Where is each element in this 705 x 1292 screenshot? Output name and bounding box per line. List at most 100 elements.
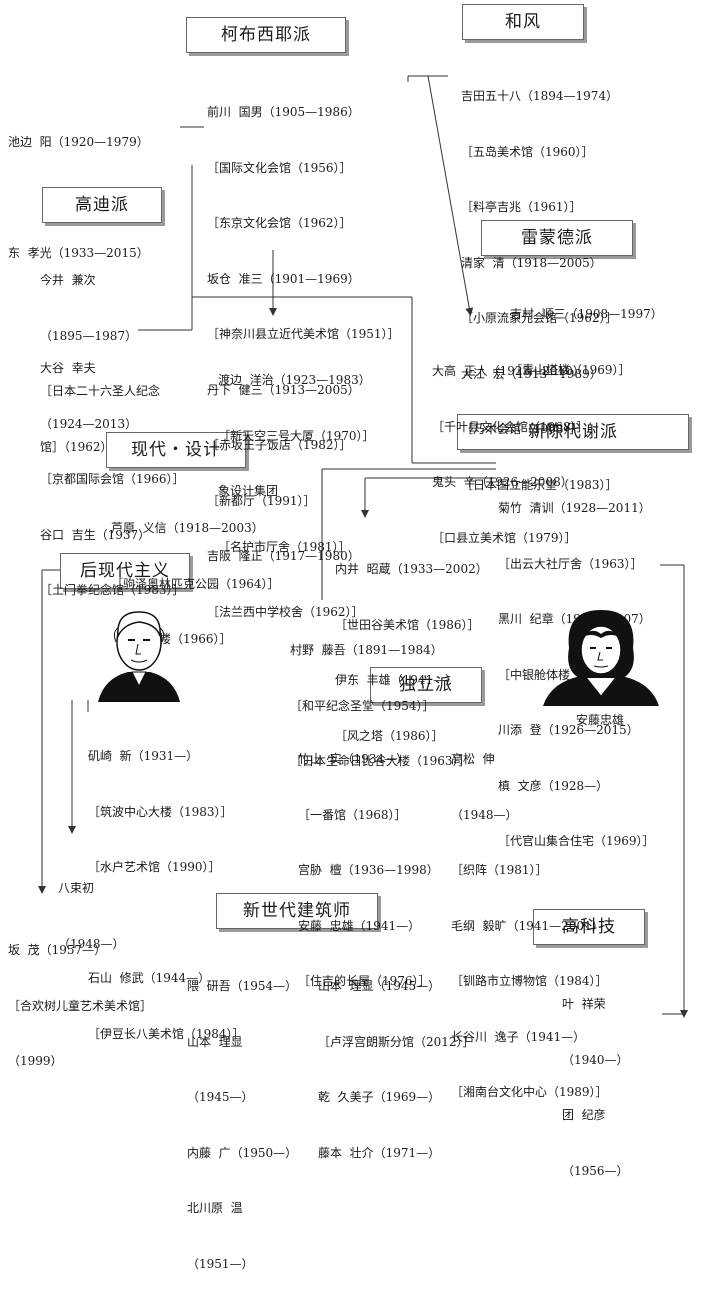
group-ban: 坂 茂（1957—） ［合欢树儿童艺术美术馆］ （1999） [8,904,152,1089]
entry: 藤本 壮介（1971—） [318,1145,441,1160]
entry: ［神奈川县立近代美术馆（1951）］ [207,327,400,341]
entry: ［住吉的长屋（1976）］ [298,974,431,988]
entry: 吉田五十八（1894—1974） [461,89,619,103]
portrait-caption: 安藤忠雄 [576,713,625,727]
entry: 安藤 忠雄（1941—） [298,918,421,933]
entry: 清家 清（1918—2005） [461,255,602,270]
entry: ［伊豆长八美术馆（1984）］ [88,1026,245,1041]
entry: 大谷 幸夫 [40,361,96,375]
isozaki-portrait [98,611,180,702]
school-kebuxiye: 柯布西耶派 [186,17,346,53]
entry: ［乃木会馆（1968）］ [461,422,582,436]
entry: （1948—） [58,936,125,951]
entry: 东 孝光（1933—2015） [8,246,149,260]
group-watanabe: 渡边 洋治（1923—1983） ［新天空三号大厦（1970）］ 象设计集团 ［… [218,334,375,575]
group-kebuxiye: 前川 国男（1905—1986） ［国际文化会馆（1956）］ ［东京文化会馆（… [207,66,400,640]
entry: （1951—） [187,1256,254,1271]
entry: 川添 登（1926—2015） [498,723,639,737]
entry: 今井 兼次 [40,273,96,287]
entry: （1948—） [451,807,518,822]
entry: ［世田谷美术馆（1986）］ [335,617,480,632]
entry: 馆］（1962） [40,439,113,454]
entry: ［京都国际会馆（1966）］ [40,472,185,486]
entry: 团 纪彦 [562,1108,606,1122]
entry: 鬼头 辛（1926—2008） [432,475,573,489]
entry: 山本 理显（1945—） [318,979,441,993]
entry: 宫胁 檀（1936—1998） [298,863,439,877]
entry: 菊竹 清训（1928—2011） [498,501,651,515]
entry: ［五岛美术馆（1960）］ [461,144,594,159]
entry: 石山 修武（1944—） [88,971,211,985]
entry: （1940—） [562,1052,629,1067]
entry: ［风之塔（1986）］ [335,728,444,743]
entry: 隈 研吾（1954—） [187,979,298,993]
entry: 乾 久美子（1969—） [318,1090,441,1104]
ando-portrait [543,610,659,706]
entry: ［水户艺术馆（1990）］ [88,860,221,874]
entry: 竹山 实（1934—） [298,752,409,766]
entry: 前川 国男（1905—1986） [207,105,360,119]
entry: ［名护市厅舍（1981）］ [218,539,351,554]
group-leimengde: 吉村 顺三（1908—1997） ［青山塔楼（1969）］ [510,268,663,398]
entry: 丹下 健三（1913—2005） [207,382,360,397]
entry: 叶 祥荣 [562,997,606,1011]
entry: 渡边 洋治（1923—1983） [218,373,371,387]
entry: ［出云大社厅舍（1963）］ [498,556,643,571]
entry: ［新都厅（1991）］ [207,493,316,508]
entry: （1895—1987） [40,328,138,343]
entry: （1945—） [187,1090,254,1104]
entry: 八束初 [58,881,95,895]
entry: 矶崎 新（1931—） [88,749,199,763]
group-yatsuka: 八束初 （1948—） [58,842,125,972]
entry: ［千叶县文化会馆（1968）］ [432,419,589,434]
group-uchii: 内井 昭蔵（1933—2002） ［世田谷美术馆（1986）］ 伊东 丰雄（19… [335,523,488,764]
entry: 谷口 吉生（1937） [40,527,151,542]
entry: 村野 藤吾（1891—1984） [290,643,443,657]
entry: ［赤坂王子饭店（1982）］ [207,438,352,452]
group-xinshidai-right: 山本 理显（1945—） ［卢浮宫朗斯分馆（2012）］ 乾 久美子（1969—… [318,940,475,1181]
school-gaokeji: 高科技 [533,909,645,945]
entry: ［一番馆（1968）］ [298,807,407,822]
entry: 伊东 丰雄（1941—） [335,673,458,687]
entry: 坂 茂（1957—） [8,943,107,957]
entry: ［和平纪念圣堂（1954）］ [290,698,435,713]
entry: 吉村 顺三（1908—1997） [510,307,663,321]
school-xinchendaixie: 新陈代谢派 [457,414,689,450]
entry: ［代官山集合住宅（1969）］ [498,834,655,848]
entry: 吉阪 隆正（1917—1980） [207,549,360,563]
entry: ［筑波中心大楼（1983）］ [88,804,233,819]
entry: ［法兰西中学校舍（1962）］ [207,604,364,619]
entry: （1999） [8,1054,63,1068]
entry: 山本 理显 [187,1034,243,1049]
school-duli: 独立派 [370,667,482,703]
connector-lines [38,75,688,1018]
entry: ［口县立美术馆（1979）］ [432,530,577,545]
school-houxiandai: 后现代主义 [60,553,190,589]
school-hefeng: 和风 [462,4,584,40]
entry: 象设计集团 [218,484,279,498]
group-left-top: 池边 阳（1920—1979） 东 孝光（1933—2015） [8,96,149,281]
group-murano: 村野 藤吾（1891—1984） ［和平纪念圣堂（1954）］ ［日本生命日比谷… [290,604,471,789]
entry: ［土门拳纪念馆（1983）］ [40,583,185,597]
entry: 池边 阳（1920—1979） [8,135,149,149]
entry: ［钏路市立博物馆（1984）］ [451,974,608,988]
group-duli-left: 竹山 实（1934—） ［一番馆（1968）］ 宫胁 檀（1936—1998） … [298,713,439,1009]
entry: 内井 昭蔵（1933—2002） [335,562,488,576]
entry [8,189,149,208]
school-xinshidai: 新世代建筑师 [216,893,378,929]
entry: 内藤 广（1950—） [187,1145,298,1160]
entry: 高松 伸 [451,752,495,766]
group-gaodi: 今井 兼次 （1895—1987） ［日本二十六圣人纪念 馆］（1962） [40,234,160,475]
entry: （1924—2013） [40,416,138,431]
entry: ［卢浮宫朗斯分馆（2012）］ [318,1034,475,1049]
entry: ［合欢树儿童艺术美术馆］ [8,998,153,1013]
group-gaokeji: 叶 祥荣 （1940—） 团 纪彦 （1956—） [562,958,629,1199]
school-xiandai: 现代・设计 [106,432,246,468]
entry: 大江 宏（1913—1989） [461,366,602,381]
group-xinshidai-left: 隈 研吾（1954—） 山本 理显 （1945—） 内藤 广（1950—） 北川… [187,940,297,1292]
school-leimengde: 雷蒙德派 [481,220,633,256]
entry: （1956—） [562,1163,629,1178]
entry: ［日本生命日比谷大楼（1963）］ [290,754,471,768]
entry: ［织阵（1981）］ [451,863,548,877]
entry: ［料亭吉兆（1961）］ [461,200,582,214]
